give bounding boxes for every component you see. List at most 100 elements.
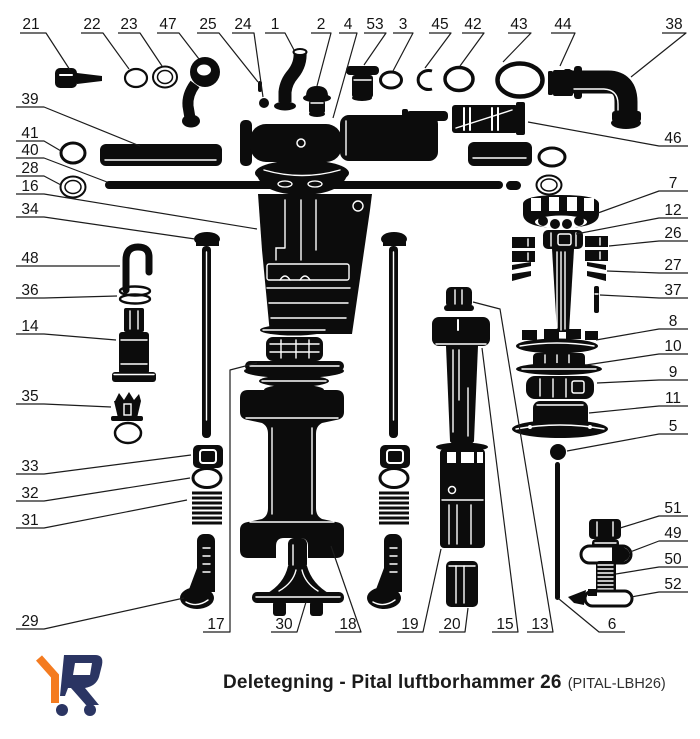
- part-side-bolt-34-right: [381, 232, 407, 438]
- part-elbow-fitting-38: [564, 69, 641, 129]
- part-ring-28-right: [535, 174, 563, 196]
- part-coil-spring-31-left: [192, 491, 222, 525]
- part-rifle-bar-12: [543, 230, 583, 332]
- callout-label: 53: [366, 16, 383, 33]
- callout-34: 34: [16, 201, 196, 240]
- part-curved-tube-29-left: [180, 534, 215, 609]
- part-pawl-springs-27: [512, 262, 606, 281]
- callout-40: 40: [16, 142, 108, 183]
- part-ring-41-right: [537, 146, 567, 168]
- callout-label: 52: [664, 576, 681, 593]
- callout-label: 42: [464, 16, 481, 33]
- callout-label: 27: [664, 257, 681, 274]
- callout-4: 4: [332, 16, 358, 119]
- part-cylinder-casing-18: [240, 390, 344, 558]
- callout-label: 8: [669, 313, 678, 330]
- part-crown-valve-35: [111, 392, 143, 421]
- callout-48: 48: [16, 250, 120, 267]
- callout-22: 22: [81, 16, 130, 70]
- callout-label: 20: [443, 616, 461, 633]
- logo-r-counter: [73, 663, 92, 675]
- callout-label: 6: [608, 616, 617, 633]
- callout-15: 15: [481, 347, 519, 633]
- callout-33: 33: [16, 454, 192, 475]
- callout-label: 21: [22, 16, 39, 33]
- part-valve-chest-17: [244, 324, 344, 396]
- part-pawls-26: [512, 236, 608, 262]
- callout-23: 23: [118, 16, 163, 67]
- callout-43: 43: [502, 16, 532, 63]
- callout-label: 32: [21, 485, 38, 502]
- callout-6: 6: [558, 598, 625, 633]
- part-oval-collar-32-right: [378, 467, 410, 489]
- callout-label: 48: [21, 250, 38, 267]
- callout-14: 14: [16, 318, 117, 341]
- part-sleeve-20: [446, 561, 478, 607]
- callout-label: 37: [664, 282, 681, 299]
- part-valve-cap-53: [346, 66, 379, 101]
- callout-label: 24: [234, 16, 252, 33]
- callout-label: 43: [510, 16, 527, 33]
- part-cylinder-body-16: [258, 194, 372, 334]
- part-yoke-clamp-30: [252, 538, 344, 616]
- callout-label: 1: [271, 16, 280, 33]
- part-valve-cap-2: [303, 86, 331, 117]
- part-tabbed-ring-8: [516, 329, 598, 354]
- callout-label: 44: [554, 16, 572, 33]
- callout-label: 13: [531, 616, 548, 633]
- callout-1: 1: [265, 16, 295, 51]
- callout-25: 25: [197, 16, 259, 83]
- callout-label: 34: [21, 201, 39, 218]
- callout-20: 20: [439, 607, 469, 633]
- part-side-bar-left-39: [100, 144, 222, 166]
- logo-wheel-left: [56, 704, 68, 716]
- callout-label: 31: [21, 512, 38, 529]
- callout-label: 22: [83, 16, 100, 33]
- part-handle-bolt-21: [55, 68, 102, 88]
- part-clip-52: [568, 589, 634, 608]
- callout-label: 40: [21, 142, 39, 159]
- callout-16: 16: [16, 178, 258, 230]
- callout-label: 11: [665, 390, 681, 407]
- callout-30: 30: [271, 601, 307, 633]
- part-ribbed-plate-10: [516, 353, 602, 375]
- part-square-nut-33-right: [380, 445, 410, 468]
- part-oring-43: [495, 61, 545, 99]
- callout-51: 51: [619, 500, 688, 529]
- part-long-pin-6: [555, 462, 560, 600]
- callout-18: 18: [330, 545, 362, 633]
- callout-label: 36: [21, 282, 38, 299]
- callout-10: 10: [585, 338, 688, 366]
- part-oval-collar-32-left: [191, 467, 223, 489]
- callout-46: 46: [527, 121, 688, 147]
- callout-label: 33: [21, 458, 38, 475]
- parts-layer: [55, 48, 641, 616]
- callout-label: 16: [21, 178, 38, 195]
- callout-label: 45: [431, 16, 448, 33]
- part-threaded-stud-50: [596, 561, 616, 592]
- part-valve-box-19: [436, 442, 488, 548]
- caption-title: Deletegning - Pital luftborhammer 26: [223, 672, 562, 693]
- callout-8: 8: [595, 313, 688, 341]
- part-top-hat-valve-11: [512, 401, 608, 438]
- callout-24: 24: [232, 16, 264, 98]
- callout-45: 45: [424, 16, 452, 69]
- callout-2: 2: [311, 16, 332, 87]
- part-ring-22: [123, 67, 149, 89]
- logo: [36, 655, 103, 716]
- callout-21: 21: [20, 16, 71, 71]
- callout-5: 5: [566, 418, 688, 452]
- callout-13: 13: [472, 301, 554, 633]
- callout-label: 41: [21, 125, 38, 142]
- part-hook-clip-48: [122, 243, 153, 294]
- callout-label: 2: [317, 16, 326, 33]
- part-ring-41-left: [59, 141, 87, 165]
- callout-41: 41: [16, 125, 62, 152]
- callout-37: 37: [599, 282, 688, 299]
- callout-label: 10: [664, 338, 682, 355]
- callout-label: 29: [21, 613, 38, 630]
- callout-label: 26: [664, 225, 681, 242]
- callout-35: 35: [16, 388, 112, 408]
- callout-label: 12: [664, 202, 681, 219]
